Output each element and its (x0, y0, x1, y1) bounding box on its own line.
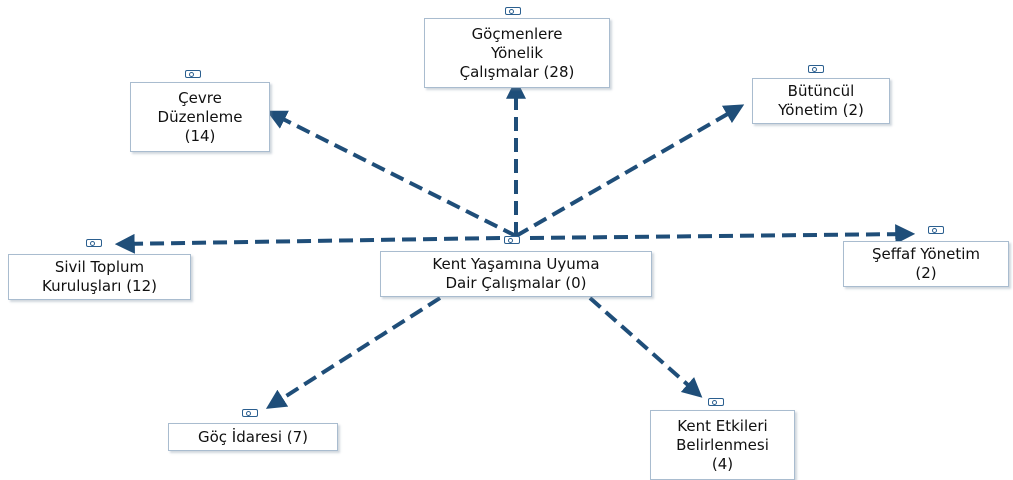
code-icon (242, 409, 258, 417)
arrow-to-cevre (266, 110, 517, 238)
code-icon (86, 239, 102, 247)
node-label: Göç İdaresi (7) (197, 427, 309, 446)
node-label: Şeffaf Yönetim (2) (871, 245, 981, 282)
node-label: Bütüncül Yönetim (2) (778, 82, 864, 119)
arrow-to-goc (265, 296, 442, 409)
code-icon (504, 236, 520, 244)
code-icon (708, 398, 724, 406)
code-icon (185, 70, 201, 78)
arrow-to-kent-etkileri (588, 296, 703, 398)
arrow-to-butuncul (515, 104, 745, 238)
code-icon (808, 65, 824, 73)
arrow-to-sivil (114, 233, 501, 254)
node-label: Kent Yaşamına Uyuma Dair Çalışmalar (0) (432, 255, 600, 292)
code-icon (505, 7, 521, 15)
node-label: Kent Etkileri Belirlenmesi (4) (676, 416, 769, 473)
arrow-to-seffaf (529, 224, 916, 245)
code-icon (928, 226, 944, 234)
node-label: Sivil Toplum Kuruluşları (12) (41, 258, 157, 295)
node-label: Göçmenlere Yönelik Çalışmalar (28) (459, 24, 575, 81)
node-label: Çevre Düzenleme (14) (157, 88, 243, 145)
